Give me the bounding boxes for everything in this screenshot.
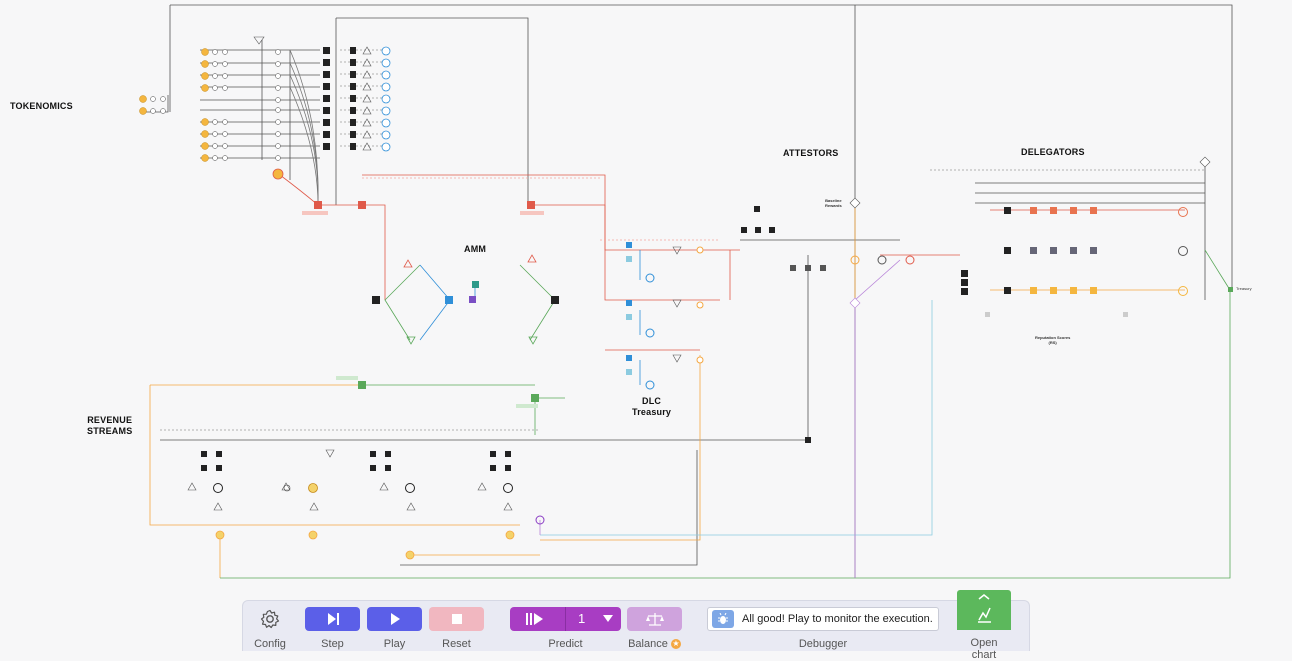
flow-diagram bbox=[139, 4, 1233, 579]
play-label: Play bbox=[383, 638, 406, 650]
baseline-rewards-label: Baseline Rewards bbox=[825, 198, 842, 208]
section-label-revenue-line2: STREAMS bbox=[87, 426, 133, 436]
predict-separator bbox=[565, 607, 566, 631]
balance-control[interactable]: Balance ★ bbox=[627, 607, 682, 650]
config-label: Config bbox=[254, 638, 286, 650]
bug-icon bbox=[712, 610, 734, 628]
chart-icon bbox=[978, 594, 991, 623]
simulation-toolbar: Config Step Play Reset bbox=[242, 600, 1030, 651]
debugger-label: Debugger bbox=[798, 638, 848, 650]
step-forward-icon bbox=[327, 613, 339, 625]
balance-label: Balance ★ bbox=[628, 638, 681, 650]
fast-forward-icon bbox=[526, 613, 543, 625]
debugger-message: All good! Play to monitor the execution. bbox=[742, 613, 933, 625]
section-label-dlc-line1: DLC bbox=[642, 396, 662, 406]
section-label-dlc-line2: Treasury bbox=[632, 407, 672, 417]
balance-button[interactable] bbox=[627, 607, 682, 631]
balance-scale-icon bbox=[645, 613, 664, 626]
chevron-down-icon[interactable] bbox=[603, 615, 613, 623]
gear-icon bbox=[260, 609, 280, 629]
predict-label: Predict bbox=[548, 638, 583, 650]
section-label-dlc-treasury: DLC Treasury bbox=[632, 396, 671, 418]
reputation-scores-label: Reputation Scores (RS) bbox=[1035, 335, 1070, 345]
debugger-message-box[interactable]: All good! Play to monitor the execution. bbox=[707, 607, 939, 631]
config-button[interactable] bbox=[253, 607, 287, 631]
debugger-control[interactable]: All good! Play to monitor the execution.… bbox=[707, 607, 939, 650]
star-badge-icon: ★ bbox=[670, 639, 681, 650]
baseline-rewards-line1: Baseline bbox=[825, 198, 842, 203]
diagram-canvas[interactable]: TOKENOMICS AMM ATTESTORS DELEGATORS REVE… bbox=[0, 0, 1292, 600]
predict-count[interactable]: 1 bbox=[578, 611, 586, 626]
play-control[interactable]: Play bbox=[367, 607, 422, 650]
balance-label-text: Balance bbox=[628, 638, 668, 650]
section-label-revenue: REVENUE STREAMS bbox=[87, 415, 132, 437]
step-button[interactable] bbox=[305, 607, 360, 631]
play-button[interactable] bbox=[367, 607, 422, 631]
treasury-label: Treasury bbox=[1236, 286, 1252, 291]
reset-button[interactable] bbox=[429, 607, 484, 631]
step-label: Step bbox=[321, 638, 344, 650]
open-chart-button[interactable] bbox=[957, 590, 1011, 630]
step-control[interactable]: Step bbox=[305, 607, 360, 650]
reputation-scores-line2: (RS) bbox=[1048, 340, 1057, 345]
stop-icon bbox=[451, 614, 462, 624]
play-icon bbox=[390, 613, 400, 625]
open-chart-label: Open chart bbox=[970, 637, 998, 661]
section-label-delegators: DELEGATORS bbox=[1021, 147, 1085, 157]
reputation-scores-line1: Reputation Scores bbox=[1035, 335, 1071, 340]
section-label-revenue-line1: REVENUE bbox=[87, 415, 133, 425]
config-control[interactable]: Config bbox=[253, 607, 287, 650]
predict-button[interactable]: 1 bbox=[510, 607, 621, 631]
baseline-rewards-line2: Rewards bbox=[825, 203, 842, 208]
predict-control[interactable]: 1 Predict bbox=[510, 607, 621, 650]
reset-control[interactable]: Reset bbox=[429, 607, 484, 650]
section-label-tokenomics: TOKENOMICS bbox=[10, 101, 73, 111]
section-label-attestors: ATTESTORS bbox=[783, 148, 839, 158]
section-label-amm: AMM bbox=[464, 244, 487, 254]
reset-label: Reset bbox=[442, 638, 471, 650]
